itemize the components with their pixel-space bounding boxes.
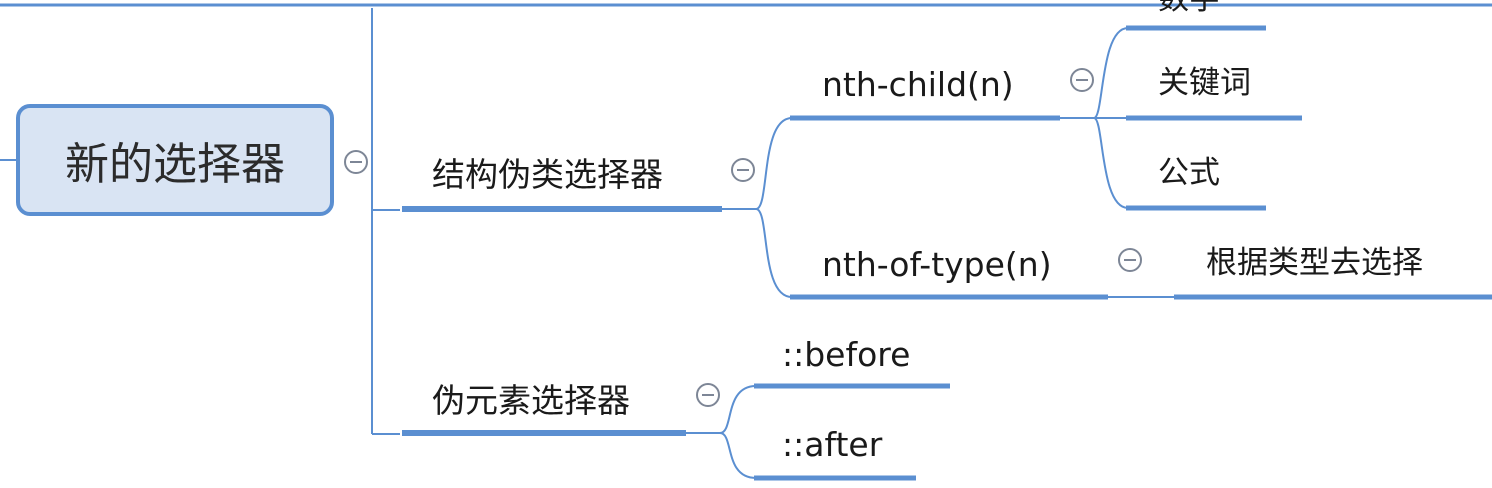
connector-branch2-after xyxy=(719,432,757,479)
topic-after[interactable]: ::after xyxy=(782,425,883,464)
root-node[interactable]: 新的选择器 xyxy=(16,104,334,216)
topic-structural-pseudo-class[interactable]: 结构伪类选择器 xyxy=(432,155,663,194)
topic-pseudo-element[interactable]: 伪元素选择器 xyxy=(432,381,630,420)
topic-before[interactable]: ::before xyxy=(782,335,911,374)
collapse-minus-icon[interactable] xyxy=(1070,68,1094,92)
connector-branch1-nthoftype xyxy=(755,208,793,298)
topic-keyword[interactable]: 关键词 xyxy=(1158,65,1251,101)
topic-formula[interactable]: 公式 xyxy=(1158,155,1220,191)
topic-by-type[interactable]: 根据类型去选择 xyxy=(1206,245,1423,281)
collapse-minus-icon[interactable] xyxy=(1118,248,1142,272)
topic-nth-child[interactable]: nth-child(n) xyxy=(822,65,1014,104)
collapse-minus-icon[interactable] xyxy=(696,383,720,407)
connector-branch1-nthchild xyxy=(722,117,793,210)
connector-nthchild-formula xyxy=(1093,117,1129,209)
collapse-minus-icon[interactable] xyxy=(731,158,755,182)
trunk-line xyxy=(371,8,400,435)
collapse-minus-icon[interactable] xyxy=(344,150,368,174)
root-node-label: 新的选择器 xyxy=(65,139,285,190)
topic-nth-of-type[interactable]: nth-of-type(n) xyxy=(822,245,1052,284)
connector-nthchild-number xyxy=(1060,27,1129,119)
topic-number[interactable]: 数字 xyxy=(1158,0,1220,15)
